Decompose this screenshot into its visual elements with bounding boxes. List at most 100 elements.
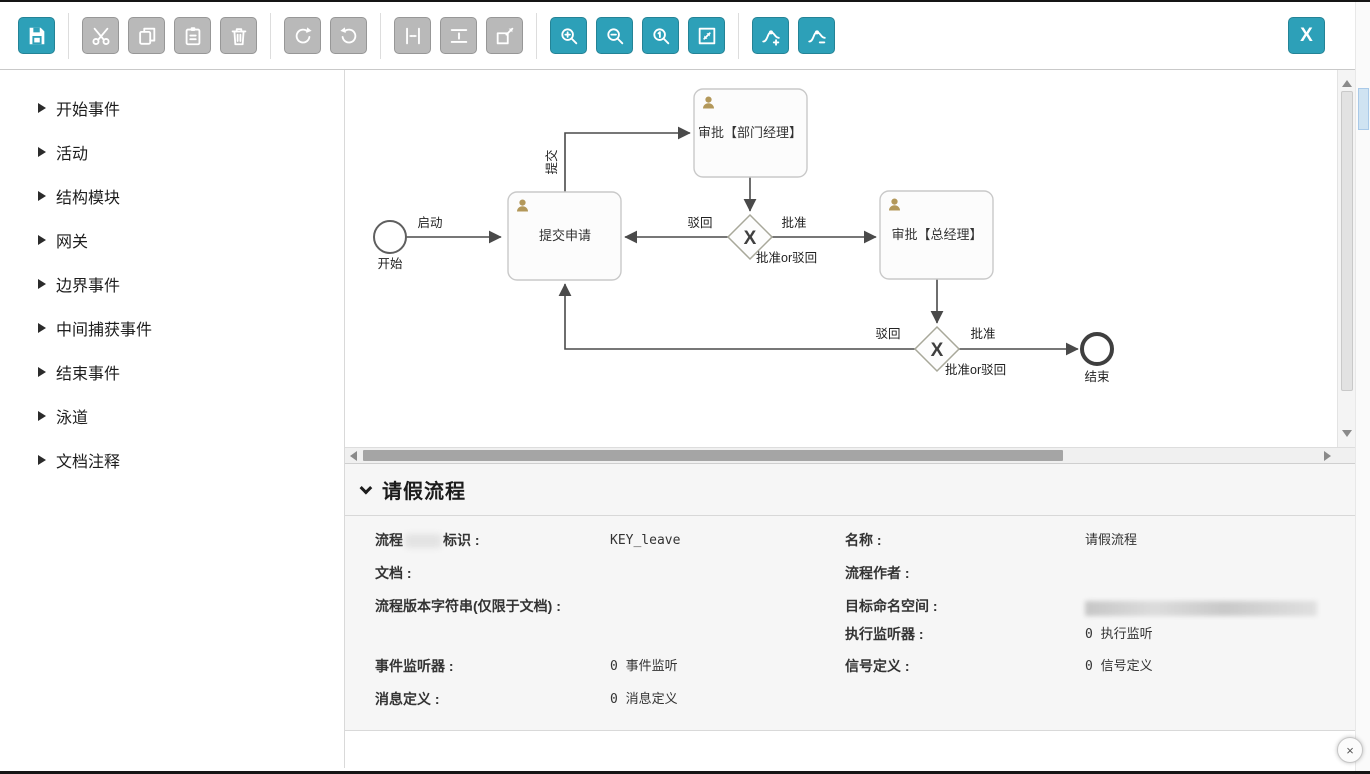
edge-label-approve2: 批准 bbox=[970, 326, 995, 341]
close-x-icon: × bbox=[1346, 742, 1354, 758]
message-definitions-value[interactable]: 0 消息定义 bbox=[610, 692, 678, 707]
properties-header: 请假流程 bbox=[345, 464, 1355, 516]
documentation-value[interactable] bbox=[610, 561, 845, 564]
zoom-fit-button[interactable] bbox=[688, 17, 725, 54]
palette-item-end-events[interactable]: 结束事件 bbox=[0, 350, 344, 394]
palette-item-structural[interactable]: 结构模块 bbox=[0, 174, 344, 218]
palette-item-intermediate-catching-events[interactable]: 中间捕获事件 bbox=[0, 306, 344, 350]
save-button[interactable] bbox=[18, 17, 55, 54]
user-task-icon bbox=[517, 199, 528, 212]
chevron-right-icon bbox=[38, 323, 46, 333]
zoom-out-button[interactable] bbox=[596, 17, 633, 54]
exclusive-gateway-1[interactable]: X bbox=[726, 213, 774, 261]
canvas-vertical-scrollbar[interactable] bbox=[1337, 70, 1355, 447]
version-string-label: 流程版本字符串(仅限于文档) : bbox=[375, 598, 561, 614]
edge-label-reject1: 驳回 bbox=[687, 216, 712, 230]
align-vertical-button[interactable] bbox=[440, 17, 477, 54]
chevron-right-icon bbox=[38, 103, 46, 113]
exclusive-gateway-2[interactable]: X bbox=[913, 325, 961, 373]
signal-definitions-value[interactable]: 0 信号定义 bbox=[1085, 659, 1153, 674]
event-listeners-value[interactable]: 0 事件监听 bbox=[610, 659, 678, 674]
flow-submit-to-deptmgr[interactable] bbox=[564, 126, 691, 192]
cut-button[interactable] bbox=[82, 17, 119, 54]
end-event-label: 结束 bbox=[1084, 370, 1110, 384]
flow-gateway2-reject-loop[interactable] bbox=[558, 283, 915, 350]
redo-icon bbox=[295, 26, 312, 43]
diagram-svg: 启动 提交 驳回 批准 驳回 批准 开始 bbox=[373, 88, 1114, 384]
process-key-value[interactable]: KEY_leave bbox=[610, 533, 681, 548]
start-event-label: 开始 bbox=[377, 257, 403, 271]
collapse-panel-icon[interactable] bbox=[359, 481, 373, 495]
process-key-label-suffix: 标识 : bbox=[443, 532, 480, 548]
palette-item-gateways[interactable]: 网关 bbox=[0, 218, 344, 262]
bendpoint-remove-button[interactable] bbox=[798, 17, 835, 54]
palette-item-swimlanes[interactable]: 泳道 bbox=[0, 394, 344, 438]
namespace-value[interactable] bbox=[1085, 594, 1335, 623]
page-close-button[interactable]: × bbox=[1337, 737, 1363, 763]
bendpoint-remove-icon bbox=[807, 29, 826, 43]
canvas-horizontal-scrollbar[interactable] bbox=[345, 447, 1355, 463]
palette-item-label: 网关 bbox=[56, 234, 89, 251]
palette-item-label: 文档注释 bbox=[56, 454, 121, 471]
process-key-label: 流程标识 : bbox=[375, 528, 610, 550]
execution-listeners-label: 执行监听器 : bbox=[845, 626, 924, 642]
trash-icon bbox=[231, 27, 246, 45]
documentation-label: 文档 : bbox=[375, 565, 412, 581]
vertical-scroll-thumb[interactable] bbox=[1340, 91, 1353, 391]
paste-button[interactable] bbox=[174, 17, 211, 54]
scroll-down-icon[interactable] bbox=[1341, 430, 1352, 437]
horizontal-scroll-thumb[interactable] bbox=[363, 450, 1063, 461]
zoom-actual-icon bbox=[652, 27, 669, 44]
palette-item-boundary-events[interactable]: 边界事件 bbox=[0, 262, 344, 306]
end-event[interactable] bbox=[1080, 332, 1114, 366]
same-size-button[interactable] bbox=[486, 17, 523, 54]
delete-button[interactable] bbox=[220, 17, 257, 54]
close-designer-button[interactable]: X bbox=[1288, 17, 1325, 54]
process-name-value[interactable]: 请假流程 bbox=[1085, 533, 1138, 548]
palette-item-label: 结构模块 bbox=[56, 190, 121, 207]
copy-button[interactable] bbox=[128, 17, 165, 54]
close-designer-label: X bbox=[1300, 24, 1313, 46]
bendpoint-add-button[interactable] bbox=[752, 17, 789, 54]
scroll-right-icon[interactable] bbox=[1324, 450, 1331, 461]
edge-label-reject2: 驳回 bbox=[875, 327, 900, 341]
event-listeners-label: 事件监听器 : bbox=[375, 658, 454, 674]
bendpoint-add-icon bbox=[761, 29, 780, 46]
redo-button[interactable] bbox=[284, 17, 321, 54]
palette-item-activities[interactable]: 活动 bbox=[0, 130, 344, 174]
toolbar-divider bbox=[738, 12, 739, 59]
edge-label-approve1: 批准 bbox=[781, 215, 806, 230]
scroll-left-icon[interactable] bbox=[350, 450, 357, 461]
browser-scrollbar-thumb[interactable] bbox=[1357, 88, 1369, 130]
palette-item-label: 活动 bbox=[56, 146, 89, 163]
align-horizontal-button[interactable] bbox=[394, 17, 431, 54]
chevron-right-icon bbox=[38, 235, 46, 245]
task-approve-dept-manager[interactable]: 审批【部门经理】 bbox=[693, 88, 808, 178]
browser-scrollbar-gutter bbox=[1355, 2, 1370, 771]
gateway-x-symbol: X bbox=[931, 340, 944, 361]
zoom-out-icon bbox=[606, 27, 623, 44]
chevron-right-icon bbox=[38, 147, 46, 157]
palette-item-start-events[interactable]: 开始事件 bbox=[0, 86, 344, 130]
version-string-value[interactable] bbox=[610, 594, 845, 597]
paste-icon bbox=[185, 26, 200, 45]
start-event[interactable] bbox=[373, 220, 407, 254]
undo-button[interactable] bbox=[330, 17, 367, 54]
zoom-in-button[interactable] bbox=[550, 17, 587, 54]
namespace-label: 目标命名空间 : bbox=[845, 598, 938, 614]
author-value[interactable] bbox=[1085, 561, 1335, 564]
task-approve-general-manager[interactable]: 审批【总经理】 bbox=[879, 190, 994, 280]
palette-item-annotations[interactable]: 文档注释 bbox=[0, 438, 344, 482]
task-submit-application[interactable]: 提交申请 bbox=[507, 191, 622, 281]
diagram-canvas[interactable]: 启动 提交 驳回 批准 驳回 批准 开始 bbox=[345, 70, 1355, 463]
copy-icon bbox=[138, 27, 155, 45]
scroll-up-icon[interactable] bbox=[1341, 80, 1352, 87]
zoom-actual-button[interactable] bbox=[642, 17, 679, 54]
palette-item-label: 边界事件 bbox=[56, 278, 121, 295]
align-horizontal-icon bbox=[405, 27, 420, 44]
execution-listeners-value[interactable]: 0 执行监听 bbox=[1085, 627, 1153, 642]
sequence-flows bbox=[406, 126, 1079, 356]
user-task-icon bbox=[703, 96, 714, 109]
toolbar-divider bbox=[380, 12, 381, 59]
